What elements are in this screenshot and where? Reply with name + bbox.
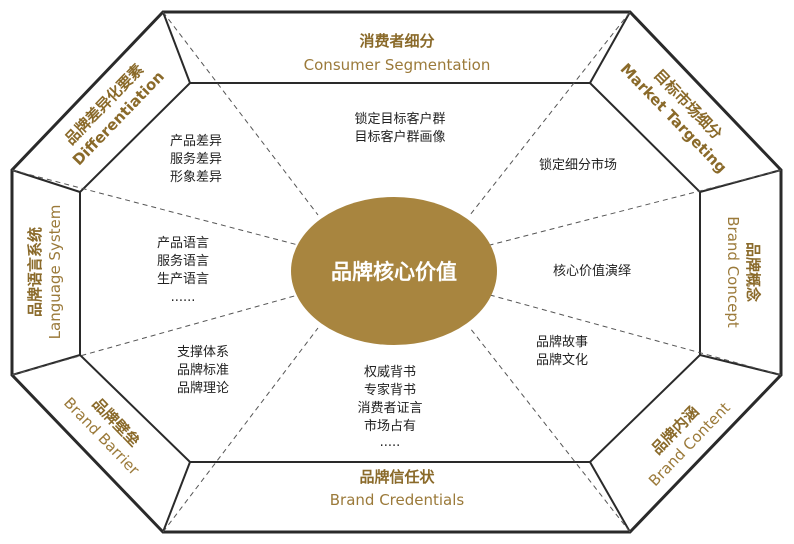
inner-block-top-left: 产品差异 服务差异 形象差异 xyxy=(170,134,222,185)
inner-item: 服务语言 xyxy=(157,253,209,269)
inner-item: 专家背书 xyxy=(364,382,416,398)
inner-item: 市场占有 xyxy=(364,418,416,434)
segment-bottom-cn: 品牌信任状 xyxy=(359,468,435,486)
inner-item: 品牌文化 xyxy=(536,352,588,368)
inner-item: 锁定细分市场 xyxy=(539,157,617,173)
inner-item: 权威背书 xyxy=(364,364,416,380)
core-ellipse xyxy=(291,197,497,345)
inner-block-top-right: 锁定细分市场 xyxy=(539,157,617,173)
inner-item: 品牌标准 xyxy=(177,362,229,378)
inner-block-bottom-right: 品牌故事 品牌文化 xyxy=(536,334,588,368)
inner-block-right: 核心价值演绎 xyxy=(553,263,631,279)
inner-item: 服务差异 xyxy=(170,151,222,167)
segment-top-cn: 消费者细分 xyxy=(359,32,434,50)
inner-item: 锁定目标客户群 xyxy=(354,111,445,127)
inner-block-top: 锁定目标客户群 目标客户群画像 xyxy=(354,111,445,145)
inner-item: 品牌理论 xyxy=(177,380,229,396)
inner-block-bottom-left: 支撑体系 品牌标准 品牌理论 xyxy=(177,345,229,396)
inner-item: 支撑体系 xyxy=(177,345,229,360)
inner-item: 品牌故事 xyxy=(536,334,588,350)
inner-block-left: 产品语言 服务语言 生产语言 ...... xyxy=(157,236,209,305)
inner-item: ...... xyxy=(171,290,196,305)
segment-right-cn: 品牌概念 xyxy=(744,242,762,302)
inner-item: 生产语言 xyxy=(157,272,209,287)
segment-left-cn: 品牌语言系统 xyxy=(26,227,44,317)
segment-right-en: Brand Concept xyxy=(724,216,742,328)
segment-top-en: Consumer Segmentation xyxy=(304,56,491,74)
segment-left-en: Language System xyxy=(46,205,64,340)
inner-item: 产品差异 xyxy=(170,134,222,149)
inner-item: 形象差异 xyxy=(170,170,222,185)
radial-dashes xyxy=(11,11,782,533)
inner-item: 产品语言 xyxy=(157,236,209,251)
inner-block-bottom: 权威背书 专家背书 消费者证言 市场占有 ..... xyxy=(357,364,422,450)
core-label: 品牌核心价值 xyxy=(331,260,457,284)
segment-bottom-en: Brand Credentials xyxy=(330,491,465,509)
inner-item: 核心价值演绎 xyxy=(553,263,631,279)
inner-item: 消费者证言 xyxy=(357,401,422,416)
inner-item: ..... xyxy=(380,435,401,450)
inner-item: 目标客户群画像 xyxy=(354,129,445,145)
